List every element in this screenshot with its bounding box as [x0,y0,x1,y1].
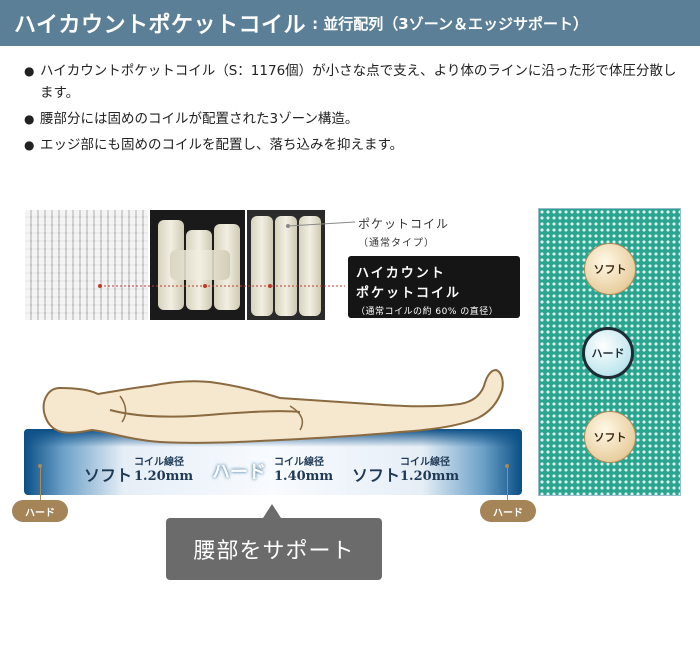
hc-line-1: ハイカウント [356,266,446,281]
body-outline-icon [42,368,504,444]
mattress-right-zone: ソフト [352,466,401,485]
hc-line-2: ポケットコイル [356,286,462,301]
edge-hard-tag-left: ハード [12,500,68,522]
title-bar: ハイカウントポケットコイル : 並行配列（3ゾーン＆エッジサポート） [0,0,700,46]
mattress-right-spec: コイル線径 1.20mm [400,457,460,484]
mattress-center-spec: コイル線径 1.40mm [274,457,334,484]
coil-row-photo [247,210,325,320]
mattress-left-zone: ソフト [84,466,133,485]
coil-surface-photo [25,210,148,320]
mattress-center-zone: ハード [212,462,266,483]
mattress-left-spec: コイル線径 1.20mm [134,457,194,484]
edge-dot-left [38,464,42,468]
waist-support-callout: 腰部をサポート [166,518,382,580]
pocket-coil-label: ポケットコイル [358,217,450,231]
feature-item: ハイカウントポケットコイル（S：1176個）が小さな点で支え、より体のラインに沿… [24,60,688,104]
feature-list: ハイカウントポケットコイル（S：1176個）が小さな点で支え、より体のラインに沿… [24,60,688,160]
high-count-label-box: ハイカウント ポケットコイル （通常コイルの約 60% の直径） [348,256,520,318]
coil-closeup-photo [150,210,245,320]
pocket-coil-sublabel: （通常タイプ） [358,238,435,249]
edge-hard-tag-right: ハード [480,500,536,522]
zone-soft-top: ソフト [584,243,636,295]
page-title: ハイカウントポケットコイル [14,13,307,38]
edge-dot-right [505,464,509,468]
zone-hard-middle: ハード [582,327,634,379]
hc-line-3: （通常コイルの約 60% の直径） [356,307,499,317]
feature-item: エッジ部にも固めのコイルを配置し、落ち込みを抑えます。 [24,134,688,156]
callout-arrow-icon [263,504,281,518]
zone-soft-bottom: ソフト [584,411,636,463]
edge-line-right [507,468,508,502]
feature-item: 腰部分には固めのコイルが配置された3ゾーン構造。 [24,108,688,130]
zone-panel: ソフト ハード ソフト [538,208,681,496]
edge-line-left [40,468,41,502]
page-subtitle: : 並行配列（3ゾーン＆エッジサポート） [312,14,588,33]
